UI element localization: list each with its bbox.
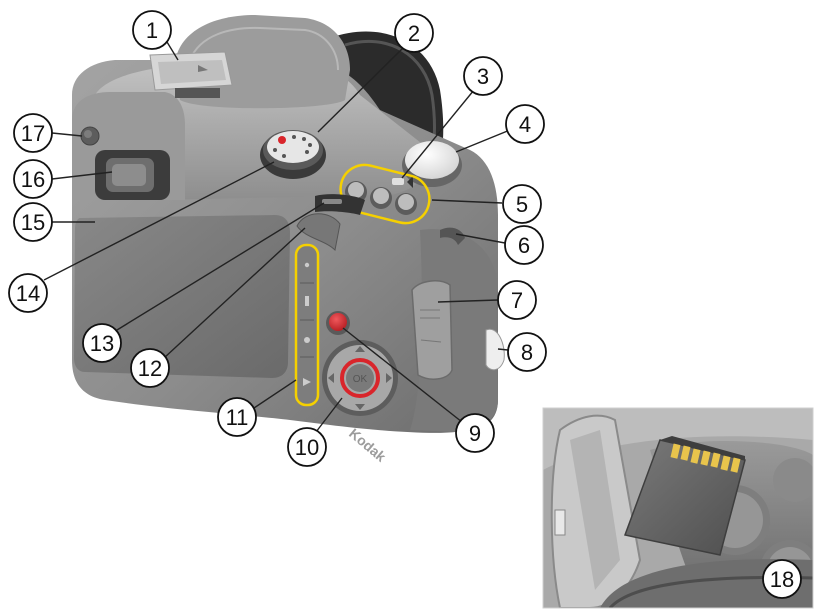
callout-label: 15 <box>21 210 45 235</box>
leader-2 <box>317 45 406 133</box>
mode-dial-icon <box>260 130 326 179</box>
callout-label: 1 <box>146 18 158 43</box>
callout-8: 8 <box>507 332 547 372</box>
leader-13 <box>116 202 325 331</box>
sd-card-icon <box>623 436 746 556</box>
leader-3 <box>401 89 475 179</box>
callout-label: 7 <box>511 288 523 313</box>
callout-16: 16 <box>13 159 53 199</box>
callout-label: 12 <box>138 356 162 381</box>
top-buttons-highlight <box>339 163 431 225</box>
callout-label: 17 <box>21 121 45 146</box>
callout-3: 3 <box>463 56 503 96</box>
callout-label: 2 <box>408 21 420 46</box>
leader-1 <box>166 41 179 61</box>
leader-7 <box>437 299 499 303</box>
callout-18: 18 <box>762 559 802 599</box>
leader-5 <box>431 199 503 204</box>
shutter-button-icon <box>402 141 462 187</box>
hand-grip <box>410 229 498 432</box>
leader-11 <box>250 379 297 411</box>
side-latch <box>485 328 505 371</box>
top-button-row <box>345 181 417 215</box>
callout-label: 8 <box>521 340 533 365</box>
callout-10: 10 <box>287 427 327 467</box>
callout-1: 1 <box>132 10 172 50</box>
callout-13: 13 <box>82 323 122 363</box>
callout-label: 18 <box>770 567 794 592</box>
leader-8 <box>497 348 509 351</box>
leader-lines <box>43 41 511 433</box>
small-top-button <box>392 178 404 185</box>
callout-6: 6 <box>504 225 544 265</box>
callout-7: 7 <box>497 280 537 320</box>
callout-11: 11 <box>217 397 257 437</box>
leader-10 <box>315 397 343 433</box>
callout-label: 3 <box>477 64 489 89</box>
lcd-screen <box>74 215 290 378</box>
callout-5: 5 <box>502 184 542 224</box>
callout-label: 5 <box>516 192 528 217</box>
directional-pad: OK <box>322 340 398 416</box>
leader-12 <box>163 227 306 359</box>
callout-12: 12 <box>130 348 170 388</box>
ok-label: OK <box>353 374 368 385</box>
leader-16 <box>51 171 113 180</box>
callout-label: 11 <box>226 405 249 430</box>
callout-9: 9 <box>455 413 495 453</box>
leader-6 <box>455 233 506 244</box>
leader-9 <box>342 327 463 423</box>
callout-2: 2 <box>394 13 434 53</box>
strap-eyelet <box>296 213 341 252</box>
callout-label: 16 <box>21 167 45 192</box>
callout-4: 4 <box>505 104 545 144</box>
leader-17 <box>51 132 83 137</box>
side-button-column <box>294 243 320 407</box>
callout-14: 14 <box>8 273 48 313</box>
callout-label: 14 <box>16 281 40 306</box>
callout-15: 15 <box>13 202 53 242</box>
callout-label: 13 <box>90 331 114 356</box>
callout-label: 6 <box>518 233 530 258</box>
viewfinder-eyepiece <box>95 150 170 200</box>
leader-14 <box>43 161 275 281</box>
callout-label: 10 <box>295 435 319 460</box>
sd-card-inset <box>542 407 814 609</box>
callout-17: 17 <box>13 113 53 153</box>
flash-release-button <box>315 194 365 215</box>
camera-body: OK Kodak <box>72 15 505 465</box>
leader-4 <box>455 129 511 153</box>
callout-label: 4 <box>519 112 531 137</box>
callout-label: 9 <box>469 421 481 446</box>
side-port-door <box>411 280 453 380</box>
strap-ring <box>440 227 465 245</box>
brand-wordmark: Kodak <box>346 425 389 465</box>
hot-shoe-icon <box>149 51 233 98</box>
